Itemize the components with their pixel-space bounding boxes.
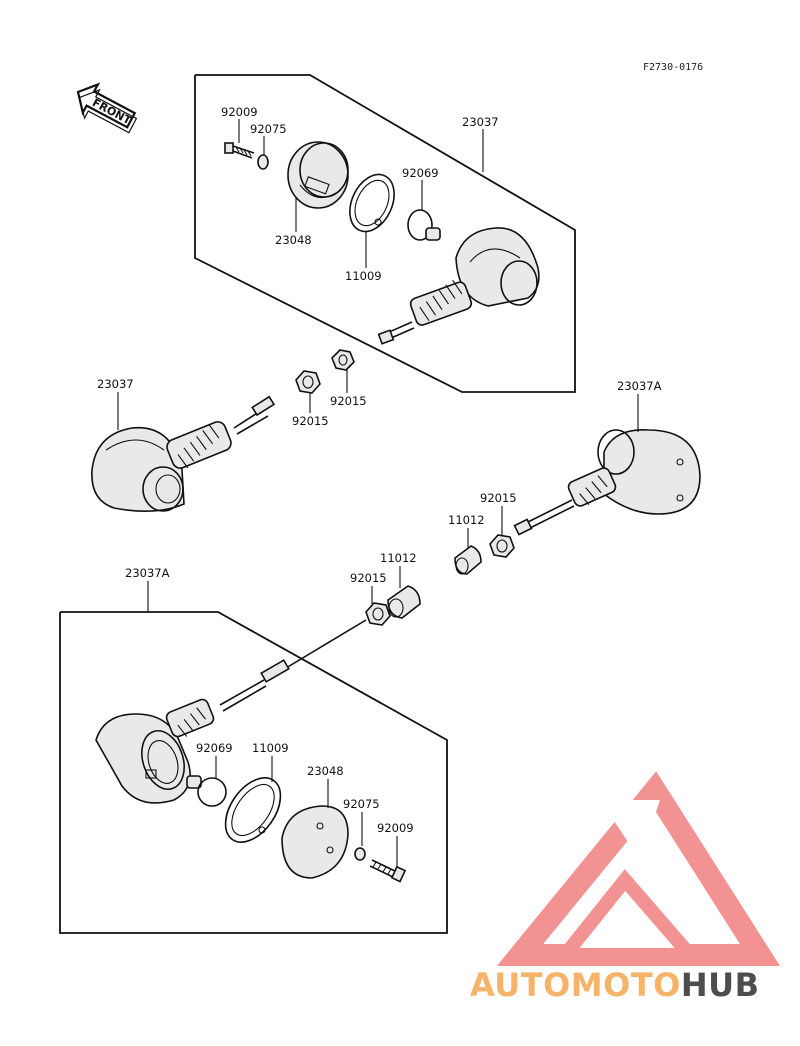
grommet-icon (387, 585, 421, 619)
diagram-code: F2730-0176 (643, 62, 703, 73)
lens-cap-icon (287, 141, 349, 209)
watermark-logo-icon (496, 771, 781, 966)
label-92009-bottom: 92009 (377, 821, 414, 835)
lens-cap-icon (281, 805, 349, 879)
watermark-part2: HUB (681, 966, 760, 1004)
label-11009: 11009 (345, 269, 382, 283)
nut-icon (295, 370, 321, 394)
top-assembly-frame (194, 74, 576, 393)
label-92075: 92075 (250, 122, 287, 136)
gasket-ring-icon (224, 777, 282, 843)
label-92015-b: 92015 (330, 394, 367, 408)
label-92015-center: 92015 (350, 571, 387, 585)
label-23048-bottom: 23048 (307, 764, 344, 778)
nut-icon (489, 534, 515, 558)
bottom-assembly-frame (59, 611, 448, 934)
label-92075-bottom: 92075 (343, 797, 380, 811)
label-92009: 92009 (221, 105, 258, 119)
label-23037A-bottom: 23037A (125, 566, 170, 580)
watermark-part1: AUTOMOTO (470, 966, 681, 1004)
label-92069: 92069 (402, 166, 439, 180)
washer-icon (354, 847, 366, 861)
label-11012-right: 11012 (448, 513, 485, 527)
label-92015-right: 92015 (480, 491, 517, 505)
nut-icon (365, 602, 391, 626)
label-11012-center: 11012 (380, 551, 417, 565)
grommet-icon (454, 545, 482, 575)
label-92015-a: 92015 (292, 414, 329, 428)
turn-signal-housing-icon (377, 227, 540, 345)
gasket-ring-icon (349, 173, 395, 233)
turn-signal-housing-icon (513, 429, 701, 536)
label-23037A-right: 23037A (617, 379, 662, 393)
svg-text:AUTOMOTOHUB: AUTOMOTOHUB (470, 966, 760, 1004)
screw-icon (224, 142, 255, 159)
washer-icon (257, 154, 269, 170)
label-23037: 23037 (462, 115, 499, 129)
watermark-text: AUTOMOTOHUB (470, 966, 760, 1004)
bulb-icon (186, 775, 227, 807)
label-11009-bottom: 11009 (252, 741, 289, 755)
screw-icon (369, 859, 407, 883)
label-23037-left: 23037 (97, 377, 134, 391)
turn-signal-housing-icon (95, 698, 215, 804)
turn-signal-housing-icon (91, 395, 276, 512)
front-arrow-icon: FRONT (76, 82, 138, 134)
nut-icon (331, 349, 355, 371)
label-23048: 23048 (275, 233, 312, 247)
bulb-icon (407, 209, 441, 241)
label-92069-bottom: 92069 (196, 741, 233, 755)
